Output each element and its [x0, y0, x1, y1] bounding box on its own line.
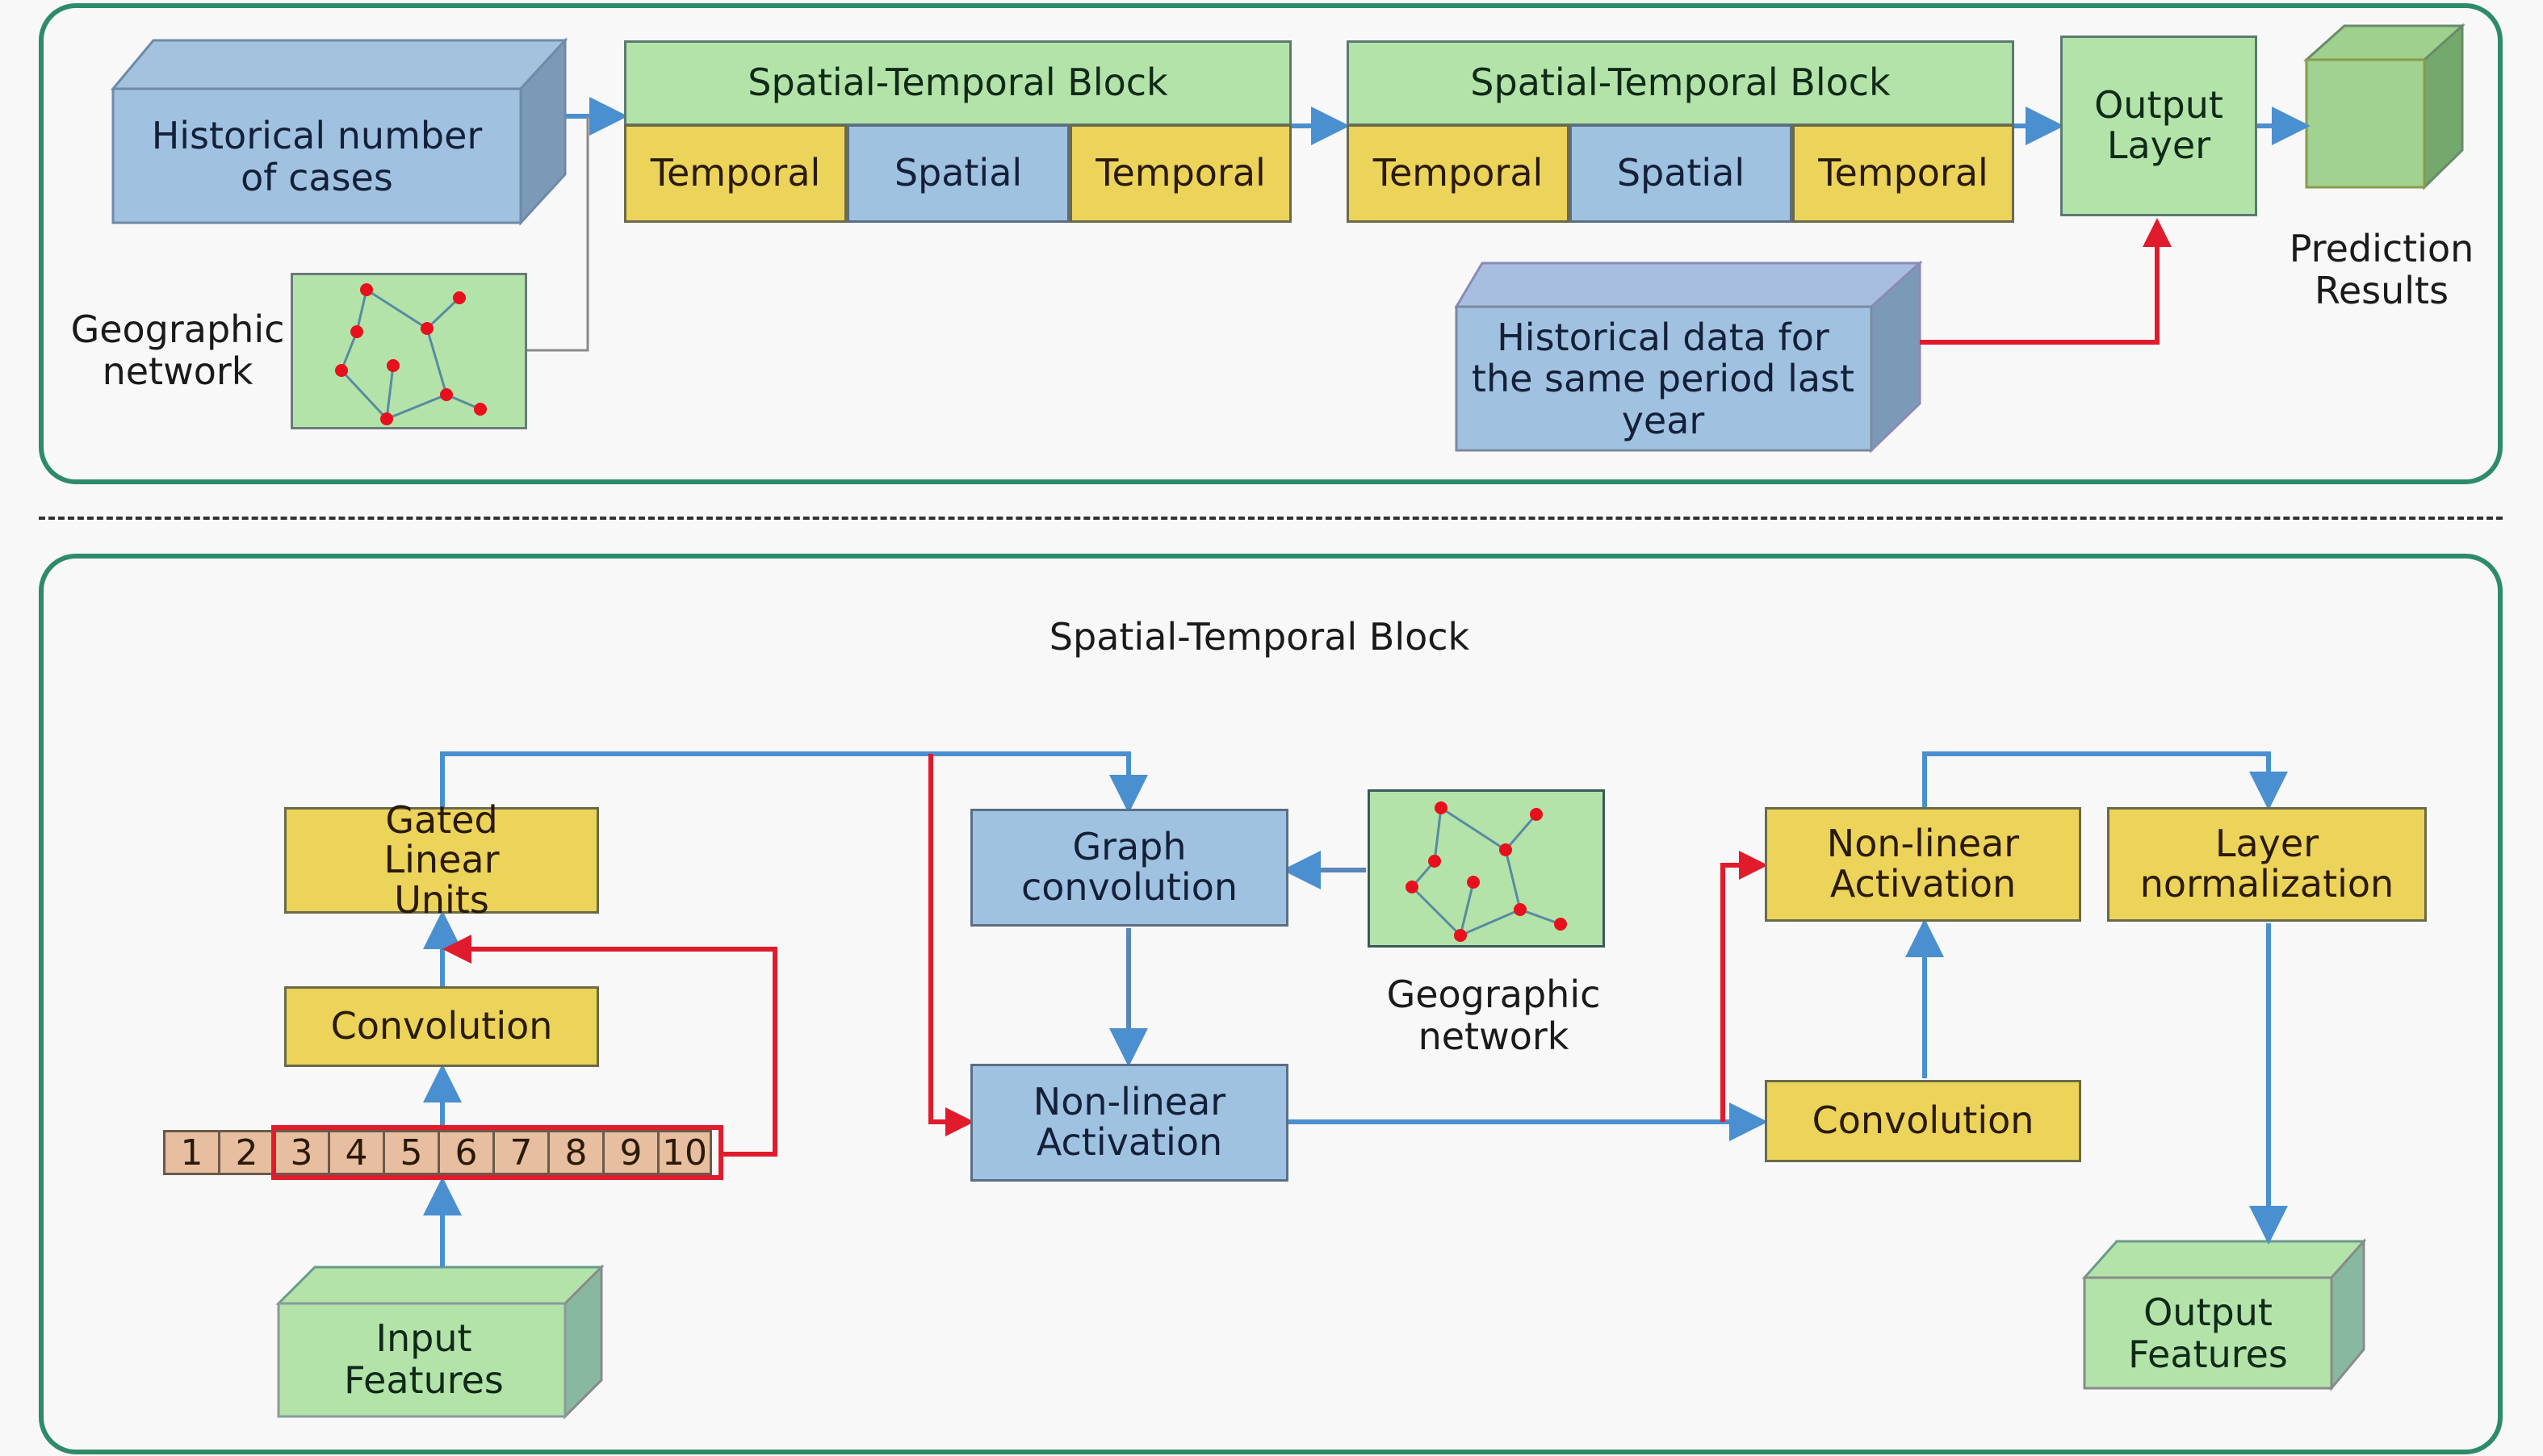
layer-normalization: Layer normalization: [2107, 807, 2427, 922]
historical-cases-label: Historical number of cases: [151, 114, 483, 199]
time-sequence: 1 2 3 4 5 6 7 8 9 10: [163, 1130, 712, 1175]
prediction-results-label: Prediction Results: [2289, 227, 2474, 312]
geo-network-top: [291, 273, 527, 429]
st-block-detail-title: Spatial-Temporal Block: [1049, 615, 1470, 659]
seq-cell: 7: [492, 1130, 547, 1175]
convolution-left: Convolution: [284, 986, 599, 1067]
network-graph-icon: [1406, 801, 1567, 942]
output-layer: Output Layer: [2060, 36, 2257, 216]
st-block-1-temporal-a: Temporal: [624, 124, 847, 223]
st-block-1-header: Spatial-Temporal Block: [624, 40, 1292, 126]
geo-network-label-top: Geographic network: [70, 308, 285, 393]
nonlinear-activation-right: Non-linear Activation: [1765, 807, 2081, 922]
seq-cell: 5: [383, 1130, 438, 1175]
seq-cell: 6: [438, 1130, 492, 1175]
st-block-2-temporal-b: Temporal: [1792, 124, 2014, 223]
seq-cell: 10: [657, 1130, 712, 1175]
geo-network-bottom: [1368, 789, 1605, 948]
st-block-2-header: Spatial-Temporal Block: [1347, 40, 2014, 126]
nonlinear-activation-middle: Non-linear Activation: [970, 1064, 1288, 1182]
st-block-1-temporal-b: Temporal: [1070, 124, 1292, 223]
seq-cell: 2: [218, 1130, 273, 1175]
network-graph-icon: [335, 283, 487, 425]
output-features-label: Output Features: [2128, 1290, 2288, 1376]
st-block-1-spatial: Spatial: [847, 124, 1070, 223]
geo-network-label-bottom: Geographic network: [1386, 973, 1601, 1058]
gated-linear-units: Gated Linear Units: [284, 800, 599, 920]
st-block-2-spatial: Spatial: [1569, 124, 1792, 223]
seq-cell: 8: [547, 1130, 602, 1175]
st-block-2-temporal-a: Temporal: [1347, 124, 1569, 223]
seq-cell: 9: [602, 1130, 657, 1175]
section-divider: [39, 517, 2503, 520]
historical-last-year-label: Historical data for the same period last…: [1471, 315, 1855, 442]
input-features-label: Input Features: [344, 1316, 504, 1402]
graph-convolution: Graph convolution: [970, 809, 1288, 927]
seq-cell: 4: [328, 1130, 383, 1175]
receptive-field-highlight: [271, 1125, 723, 1180]
seq-cell: 1: [163, 1130, 218, 1175]
convolution-right: Convolution: [1765, 1080, 2081, 1162]
